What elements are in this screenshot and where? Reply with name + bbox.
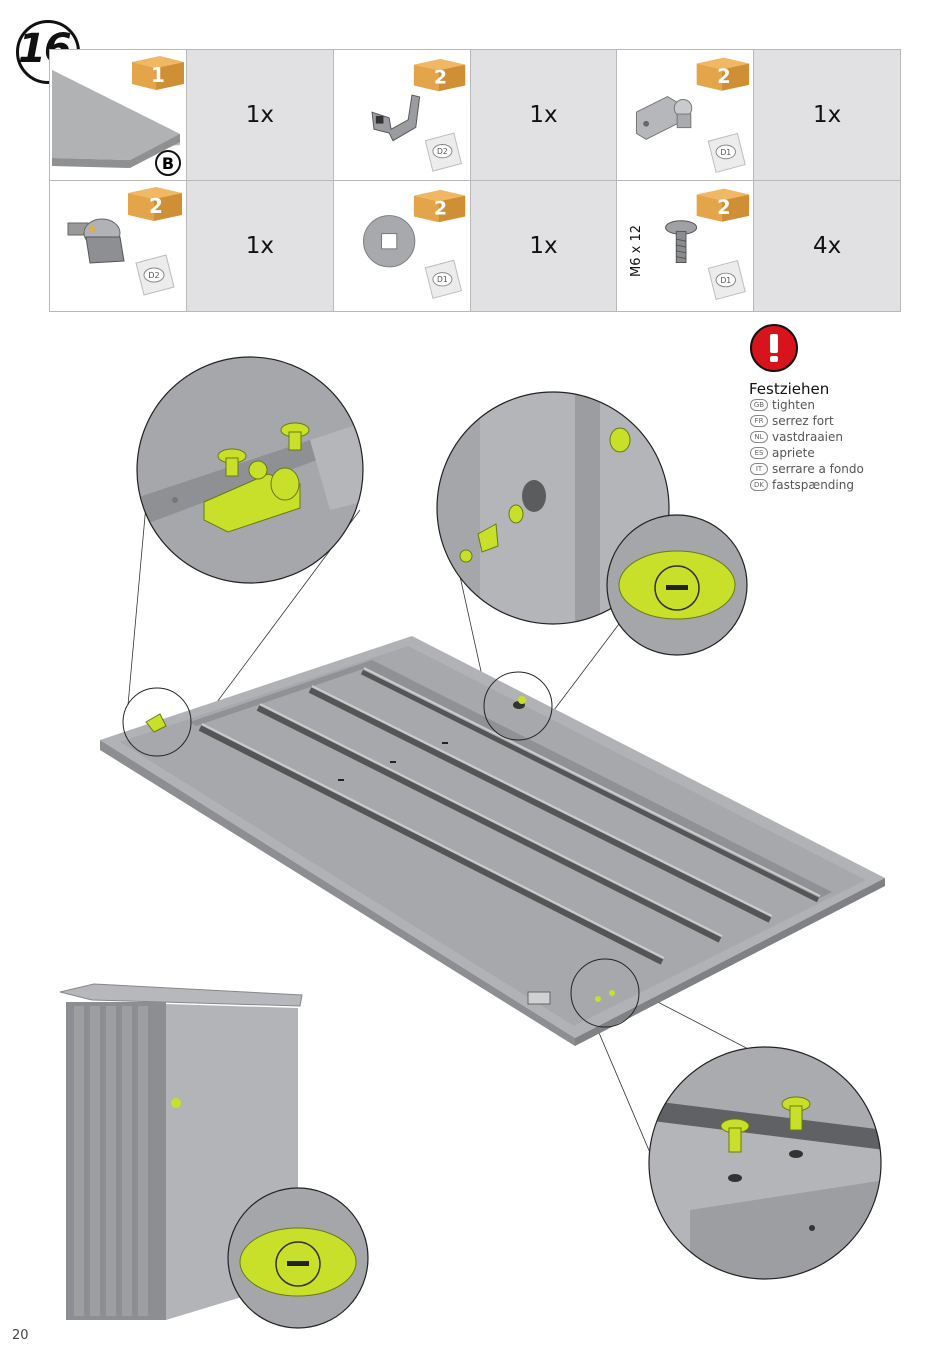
translation-item: GB tighten <box>750 398 815 412</box>
callout-ring <box>483 671 553 741</box>
box-number: 2 <box>717 196 731 219</box>
part-image-cell: 2 D1 <box>332 180 471 312</box>
part-quantity: 1x <box>753 49 901 181</box>
cardboard-box-icon <box>696 188 750 222</box>
parts-bag-icon: D2 <box>424 132 462 172</box>
translation-text: fastspænding <box>772 478 854 492</box>
magnifier-circle <box>648 1046 882 1280</box>
parts-bag-icon: D1 <box>424 259 462 299</box>
parts-bag-icon: D1 <box>708 132 747 173</box>
magnifier-circle <box>227 1187 369 1329</box>
language-code: NL <box>750 431 768 443</box>
part-image-cell: 1 B <box>49 49 187 181</box>
floor-panel <box>100 636 885 1046</box>
translation-text: apriete <box>772 446 815 460</box>
part-label-circle <box>155 150 181 176</box>
language-code: FR <box>750 415 768 427</box>
box-number: 2 <box>717 65 731 88</box>
panel-part-icon: 1 B <box>52 56 184 176</box>
translation-item: ES apriete <box>750 446 815 460</box>
magnified-screws-detail <box>649 1047 881 1279</box>
part-quantity: 1x <box>469 180 618 312</box>
magnified-shed-lock <box>228 1188 368 1328</box>
translation-item: NL vastdraaien <box>750 430 843 444</box>
box-number: 2 <box>149 194 163 218</box>
exclamation-icon <box>750 324 798 372</box>
cardboard-box-icon <box>413 58 465 92</box>
magnified-lock-closeup <box>607 515 747 655</box>
parts-bag-icon: D2 <box>135 254 175 296</box>
magnified-hinge-detail <box>137 357 363 583</box>
warning-title: Festziehen <box>749 380 830 398</box>
translation-item: FR serrez fort <box>750 414 834 428</box>
translation-item: IT serrare a fondo <box>750 462 864 476</box>
part-quantity: 1x <box>186 49 334 181</box>
cardboard-box-icon <box>413 189 465 223</box>
box-number: 2 <box>434 198 447 220</box>
language-code: ES <box>750 447 768 459</box>
part-image-cell: 2 D2 <box>49 180 187 312</box>
language-code: IT <box>750 463 768 475</box>
magnifier-circle <box>136 356 364 584</box>
cardboard-box-icon <box>696 57 750 91</box>
part-image-cell: 2 D1 M6 x 12 <box>616 180 755 312</box>
callout-ring <box>570 958 640 1028</box>
translation-text: tighten <box>772 398 815 412</box>
part-image-cell: 2 D1 <box>616 49 755 181</box>
part-image-cell: 2 D2 <box>332 49 471 181</box>
part-quantity: 1x <box>469 49 618 181</box>
box-number: 2 <box>434 67 447 89</box>
parts-row: 1 B 1x 2 D2 <box>49 49 901 181</box>
translation-item: DK fastspænding <box>750 478 854 492</box>
language-code: GB <box>750 399 768 411</box>
callout-ring <box>122 687 192 757</box>
hinge-part-icon: 2 D1 <box>636 57 750 173</box>
lock-part-icon: 2 D2 <box>67 187 182 296</box>
cardboard-box-icon <box>128 187 182 221</box>
bag-label: D1 <box>721 148 732 157</box>
washer-part-icon: 2 D1 <box>362 189 465 299</box>
screw-part-icon: 2 D1 <box>665 188 750 301</box>
part-quantity: 1x <box>186 180 334 312</box>
cardboard-box-icon <box>132 56 184 90</box>
translation-text: serrare a fondo <box>772 462 864 476</box>
magnifier-circle <box>436 391 670 625</box>
bag-label: D1 <box>437 275 448 284</box>
bag-label: D1 <box>721 276 732 285</box>
box-number: 1 <box>151 63 165 87</box>
part-quantity: 4x <box>753 180 901 312</box>
parts-row: 2 D2 1x 2 <box>49 180 901 312</box>
magnifier-circle <box>606 514 748 656</box>
page-number: 20 <box>12 1328 29 1343</box>
translation-text: vastdraaien <box>772 430 843 444</box>
bracket-part-icon: 2 D2 <box>371 58 465 172</box>
translation-text: serrez fort <box>772 414 834 428</box>
parts-bag-icon: D1 <box>708 259 747 301</box>
bag-label: D2 <box>148 271 159 280</box>
part-label: B <box>162 154 174 173</box>
language-code: DK <box>750 479 768 491</box>
parts-table: 1 B 1x 2 D2 <box>49 49 901 312</box>
bag-label: D2 <box>437 147 448 156</box>
storage-shed-illustration <box>59 983 303 1320</box>
